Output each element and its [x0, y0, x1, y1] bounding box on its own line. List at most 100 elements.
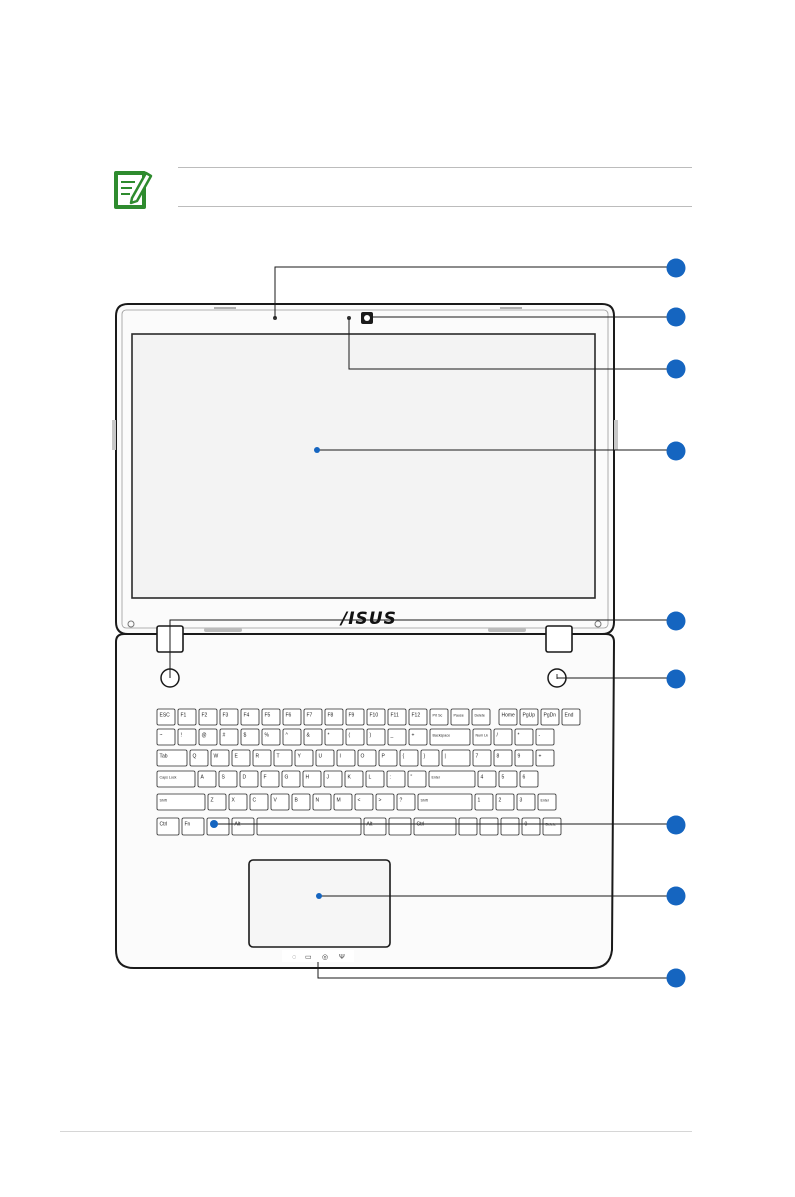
keyboard-key[interactable]: ^ — [282, 728, 302, 746]
keyboard-key[interactable]: ESC — [156, 708, 176, 726]
keyboard-key[interactable]: + — [408, 728, 428, 746]
keyboard-key[interactable] — [479, 817, 499, 836]
keyboard-key[interactable]: Delete — [542, 817, 562, 836]
keyboard-key[interactable]: V — [270, 793, 290, 811]
keyboard-key[interactable]: < — [354, 793, 374, 811]
keyboard-key[interactable]: | — [441, 749, 471, 767]
keyboard-key[interactable]: X — [228, 793, 248, 811]
keyboard-key[interactable]: % — [261, 728, 281, 746]
keyboard-key[interactable]: A — [197, 770, 217, 788]
keyboard-key[interactable]: 2 — [495, 793, 515, 811]
keyboard-key[interactable] — [500, 817, 520, 836]
keyboard-key[interactable]: $ — [240, 728, 260, 746]
keyboard-key[interactable]: F11 — [387, 708, 407, 726]
keyboard-key[interactable]: D — [239, 770, 259, 788]
keyboard-key[interactable]: 9 — [514, 749, 534, 767]
keyboard-key[interactable]: _ — [387, 728, 407, 746]
keyboard-key[interactable]: Shift — [156, 793, 206, 811]
keyboard-key[interactable]: F — [260, 770, 280, 788]
keyboard-key[interactable]: / — [493, 728, 513, 746]
keyboard-key[interactable]: Pause — [450, 708, 470, 726]
keyboard-key[interactable]: U — [315, 749, 335, 767]
keyboard-key[interactable]: 1 — [474, 793, 494, 811]
keyboard-key[interactable]: F10 — [366, 708, 386, 726]
keyboard-key[interactable]: Num Lk — [472, 728, 492, 746]
keyboard-key[interactable]: Fn — [181, 817, 205, 836]
keyboard-key[interactable]: 0 — [521, 817, 541, 836]
keyboard-key[interactable]: Prt Sc — [429, 708, 449, 726]
keyboard-key[interactable]: M — [333, 793, 353, 811]
keyboard-key[interactable] — [388, 817, 412, 836]
keyboard-key[interactable]: @ — [198, 728, 218, 746]
keyboard-key[interactable]: End — [561, 708, 581, 726]
keyboard-key[interactable]: F1 — [177, 708, 197, 726]
keyboard-key[interactable]: O — [357, 749, 377, 767]
keyboard-key[interactable]: N — [312, 793, 332, 811]
keyboard-key[interactable]: 7 — [472, 749, 492, 767]
keyboard-key[interactable]: Ctrl — [156, 817, 180, 836]
keyboard-key[interactable]: B — [291, 793, 311, 811]
keyboard-key[interactable]: P — [378, 749, 398, 767]
keyboard-key[interactable]: 8 — [493, 749, 513, 767]
keyboard-key[interactable]: J — [323, 770, 343, 788]
touchpad[interactable] — [248, 859, 391, 948]
keyboard-key[interactable]: # — [219, 728, 239, 746]
keyboard-key[interactable]: Home — [498, 708, 518, 726]
keyboard-key[interactable]: 4 — [477, 770, 497, 788]
keyboard-key[interactable]: F3 — [219, 708, 239, 726]
keyboard-key[interactable] — [206, 817, 230, 836]
keyboard-key[interactable]: ) — [366, 728, 386, 746]
keyboard-key[interactable]: K — [344, 770, 364, 788]
keyboard-key[interactable]: & — [303, 728, 323, 746]
keyboard-key[interactable]: - — [535, 728, 555, 746]
keyboard-key[interactable]: : — [386, 770, 406, 788]
keyboard-key[interactable]: F12 — [408, 708, 428, 726]
keyboard-key[interactable]: * — [514, 728, 534, 746]
keyboard-key[interactable]: I — [336, 749, 356, 767]
keyboard-key[interactable]: ~ — [156, 728, 176, 746]
keyboard-key[interactable]: Enter — [537, 793, 557, 811]
keyboard-key[interactable]: F4 — [240, 708, 260, 726]
keyboard-key[interactable]: PgDn — [540, 708, 560, 726]
keyboard-key[interactable]: F7 — [303, 708, 323, 726]
keyboard-key[interactable]: S — [218, 770, 238, 788]
keyboard-key[interactable]: * — [324, 728, 344, 746]
keyboard-key[interactable]: L — [365, 770, 385, 788]
keyboard-key[interactable]: Y — [294, 749, 314, 767]
keyboard-key[interactable]: Tab — [156, 749, 188, 767]
keyboard-key[interactable]: F9 — [345, 708, 365, 726]
keyboard-key[interactable]: } — [420, 749, 440, 767]
keyboard-key[interactable]: Shift — [417, 793, 473, 811]
keyboard-key[interactable]: ! — [177, 728, 197, 746]
keyboard-key[interactable]: Enter — [428, 770, 476, 788]
keyboard-key[interactable]: ( — [345, 728, 365, 746]
keyboard-key[interactable]: 5 — [498, 770, 518, 788]
keyboard-key[interactable]: W — [210, 749, 230, 767]
keyboard-key[interactable]: Backspace — [429, 728, 471, 746]
keyboard-key[interactable]: ? — [396, 793, 416, 811]
keyboard-key[interactable]: R — [252, 749, 272, 767]
keyboard-key[interactable]: Z — [207, 793, 227, 811]
keyboard-key[interactable]: H — [302, 770, 322, 788]
keyboard-key[interactable]: 3 — [516, 793, 536, 811]
keyboard-key[interactable]: F6 — [282, 708, 302, 726]
keyboard-key[interactable]: > — [375, 793, 395, 811]
keyboard-key[interactable]: Ctrl — [413, 817, 457, 836]
keyboard-key[interactable]: 6 — [519, 770, 539, 788]
keyboard-key[interactable]: G — [281, 770, 301, 788]
keyboard-key[interactable]: Caps Lock — [156, 770, 196, 788]
keyboard-key[interactable]: Delete — [471, 708, 491, 726]
keyboard-key[interactable]: { — [399, 749, 419, 767]
keyboard-key[interactable]: F8 — [324, 708, 344, 726]
keyboard-key[interactable]: C — [249, 793, 269, 811]
keyboard-key[interactable]: F5 — [261, 708, 281, 726]
keyboard-key[interactable]: Alt — [363, 817, 387, 836]
keyboard-key[interactable]: T — [273, 749, 293, 767]
keyboard-key[interactable]: Alt — [231, 817, 255, 836]
keyboard-key[interactable]: " — [407, 770, 427, 788]
keyboard-key[interactable]: PgUp — [519, 708, 539, 726]
keyboard-key[interactable]: E — [231, 749, 251, 767]
keyboard-key[interactable]: F2 — [198, 708, 218, 726]
keyboard-key[interactable] — [256, 817, 362, 836]
keyboard-key[interactable] — [458, 817, 478, 836]
